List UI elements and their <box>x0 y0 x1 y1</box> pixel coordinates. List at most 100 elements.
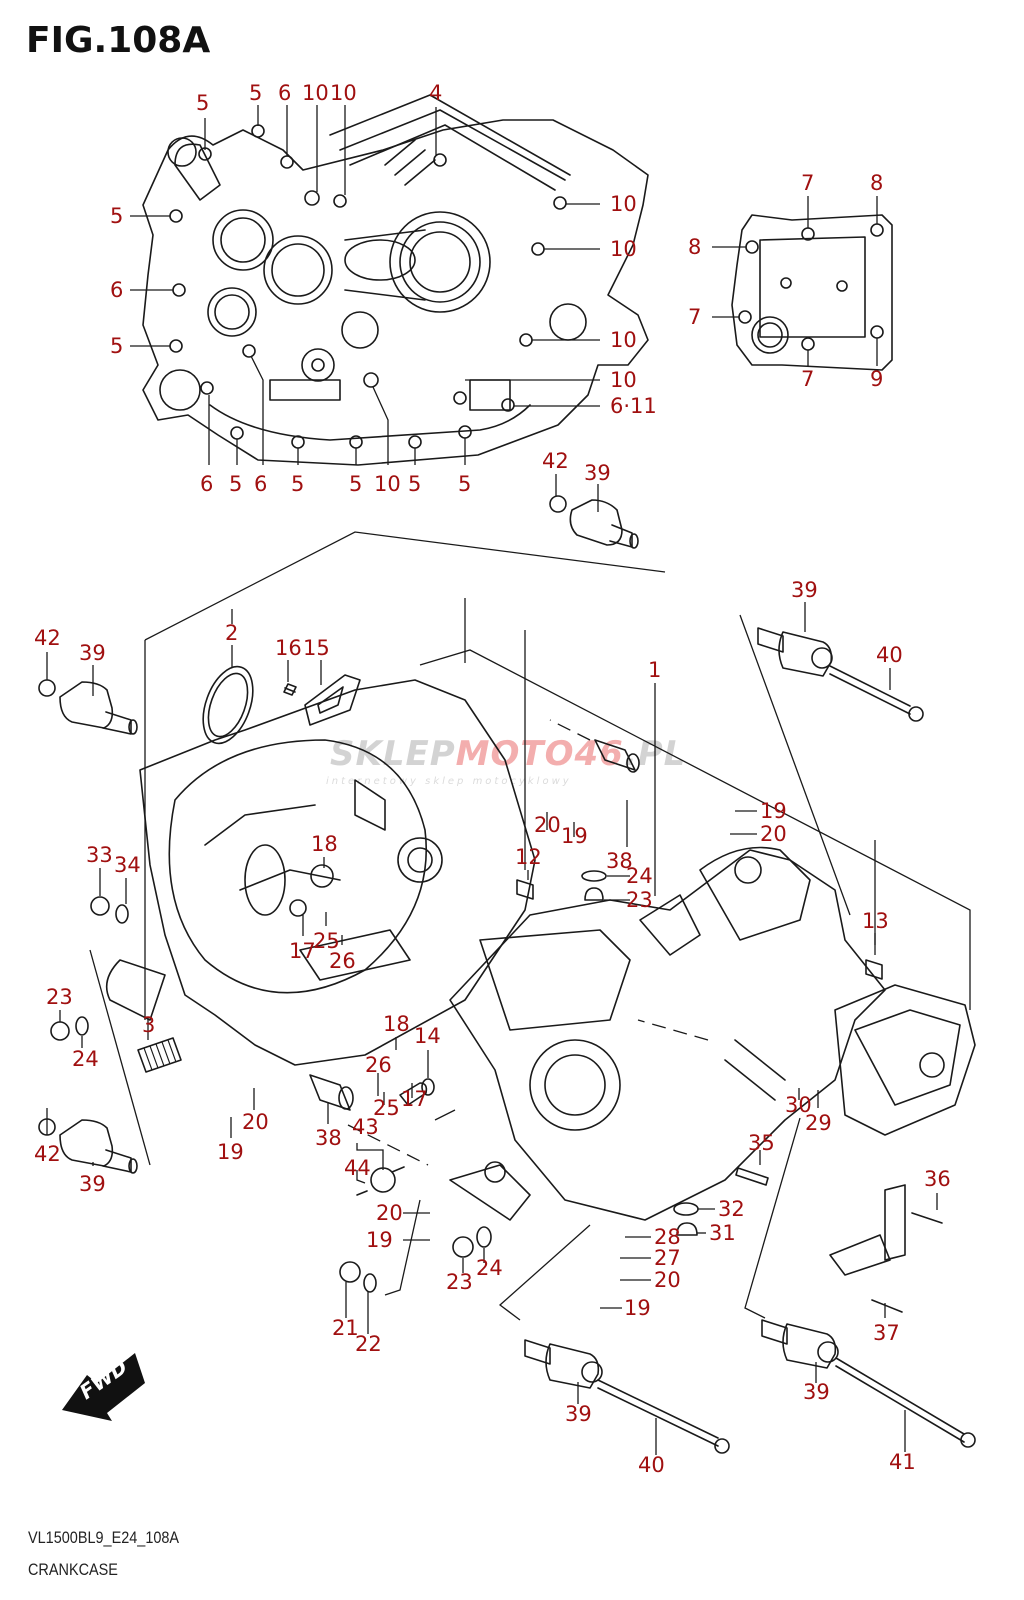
dowel-pin-38-lower <box>309 1074 354 1111</box>
callout-23: 23 <box>626 888 653 912</box>
callout-16: 16 <box>275 636 302 660</box>
callout-10: 10 <box>610 368 637 392</box>
callout-5: 5 <box>349 472 362 496</box>
plug-21-washer-22 <box>339 1261 377 1293</box>
callout-43: 43 <box>352 1115 379 1139</box>
callout-19: 19 <box>624 1296 651 1320</box>
small-cover-plate <box>731 214 893 371</box>
callout-9: 9 <box>870 367 883 391</box>
callout-19: 19 <box>561 824 588 848</box>
callout-42: 42 <box>542 449 569 473</box>
callout-19: 19 <box>366 1228 393 1252</box>
watermark-brand-gray: SKLEP <box>330 734 456 774</box>
callout-34: 34 <box>114 853 141 877</box>
fwd-arrow: FWD <box>62 1353 145 1421</box>
callout-39: 39 <box>565 1402 592 1426</box>
callout-31: 31 <box>709 1221 736 1245</box>
callout-19: 19 <box>760 799 787 823</box>
watermark-tagline: internetowy sklep motocyklowy <box>326 776 572 787</box>
callout-18: 18 <box>383 1012 410 1036</box>
callout-40: 40 <box>638 1453 665 1477</box>
callout-17: 17 <box>401 1087 428 1111</box>
callout-39: 39 <box>584 461 611 485</box>
callout-24: 24 <box>476 1256 503 1280</box>
engine-mount-bushing-bottom-center <box>524 1339 730 1454</box>
crankcase-right-half <box>449 846 976 1221</box>
callout-38: 38 <box>315 1126 342 1150</box>
callout-8: 8 <box>688 235 701 259</box>
callout-10: 10 <box>330 81 357 105</box>
callout-15: 15 <box>303 636 330 660</box>
callout-1: 1 <box>648 658 661 682</box>
callout-39: 39 <box>79 1172 106 1196</box>
engine-mount-bushing-left <box>38 679 138 735</box>
callout-18: 18 <box>311 832 338 856</box>
callout-2: 2 <box>225 621 238 645</box>
callout-38: 38 <box>606 849 633 873</box>
model-code: VL1500BL9_E24_108A <box>28 1528 180 1547</box>
section-name: CRANKCASE <box>28 1560 118 1579</box>
callout-25: 25 <box>313 929 340 953</box>
callout-6: 6 <box>278 81 291 105</box>
callout-25: 25 <box>373 1096 400 1120</box>
callout-26: 26 <box>329 949 356 973</box>
leader-lines <box>46 105 938 1455</box>
callout-24: 24 <box>626 864 653 888</box>
engine-mount-bushing-left-lower <box>38 1118 138 1174</box>
oil-seal-2 <box>202 665 254 745</box>
callout-5: 5 <box>458 472 471 496</box>
gasket-15 <box>304 674 361 726</box>
callout-37: 37 <box>873 1321 900 1345</box>
dowel-pin-38-upper <box>594 739 640 773</box>
callout-10: 10 <box>610 192 637 216</box>
spring-3 <box>137 1037 182 1073</box>
callout-20: 20 <box>654 1268 681 1292</box>
dowel-13 <box>865 959 883 980</box>
callout-23: 23 <box>446 1270 473 1294</box>
callout-42: 42 <box>34 1142 61 1166</box>
callout-6: 6 <box>254 472 267 496</box>
callout-20: 20 <box>534 813 561 837</box>
callout-5: 5 <box>110 204 123 228</box>
engine-mount-bushing-top <box>549 495 639 549</box>
callout-23: 23 <box>46 985 73 1009</box>
callout-17: 17 <box>289 939 316 963</box>
callout-10: 10 <box>610 237 637 261</box>
cover-bolt-bosses <box>169 124 567 449</box>
callout-5: 5 <box>291 472 304 496</box>
engine-mount-bushing-right-top <box>757 627 924 722</box>
callout-39: 39 <box>803 1380 830 1404</box>
callout-8: 8 <box>870 171 883 195</box>
callout-44: 44 <box>344 1156 371 1180</box>
callout-labels: 5 5 6 10 10 4 5 10 6 10 5 10 10 6·11 6 5… <box>34 81 951 1477</box>
plug-33-washer-34 <box>90 896 129 924</box>
callout-5: 5 <box>249 81 262 105</box>
callout-28: 28 <box>654 1225 681 1249</box>
callout-19: 19 <box>217 1140 244 1164</box>
callout-21: 21 <box>332 1316 359 1340</box>
watermark-brand-red: MOTO46 <box>456 734 624 774</box>
callout-10: 10 <box>610 328 637 352</box>
callout-5: 5 <box>229 472 242 496</box>
callout-33: 33 <box>86 843 113 867</box>
callout-41: 41 <box>889 1450 916 1474</box>
callout-12: 12 <box>515 845 542 869</box>
callout-26: 26 <box>365 1053 392 1077</box>
callout-27: 27 <box>654 1246 681 1270</box>
callout-22: 22 <box>355 1332 382 1356</box>
callout-13: 13 <box>862 909 889 933</box>
callout-35: 35 <box>748 1131 775 1155</box>
callout-4: 4 <box>429 81 442 105</box>
callout-5: 5 <box>110 334 123 358</box>
plug-23-washer-24-upper <box>581 870 607 901</box>
crankcase-left-half <box>105 679 536 1066</box>
callout-10: 10 <box>374 472 401 496</box>
callout-30: 30 <box>785 1093 812 1117</box>
callout-42: 42 <box>34 626 61 650</box>
callout-7: 7 <box>801 367 814 391</box>
callout-3: 3 <box>142 1013 155 1037</box>
bracket-17-lower <box>399 1082 428 1106</box>
callout-36: 36 <box>924 1167 951 1191</box>
dowel-12 <box>516 879 534 900</box>
